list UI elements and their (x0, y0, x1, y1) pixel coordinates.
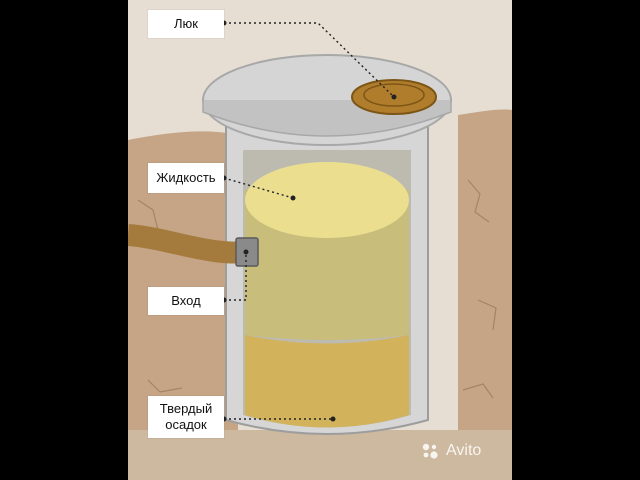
inlet-pipe (128, 224, 250, 264)
illustration-panel (128, 0, 512, 480)
liquid-target-dot (290, 195, 296, 201)
sediment-label-text: Твердый осадок (159, 401, 213, 432)
inlet-target-dot (243, 249, 249, 255)
watermark-text: Avito (446, 442, 482, 459)
liquid-leader (223, 177, 294, 199)
avito-watermark: Avito (420, 440, 481, 462)
sediment-label: Твердый осадок (148, 396, 224, 438)
ground-bottom (128, 430, 512, 480)
hatch-label-text: Люк (174, 16, 198, 31)
soil-right (458, 109, 512, 480)
hatch-ring (363, 83, 425, 107)
inlet-label: Вход (148, 287, 224, 315)
septic-tank-illustration (128, 0, 512, 480)
liquid-label: Жидкость (148, 163, 224, 193)
hatch-leader (224, 22, 395, 98)
hatch-label: Люк (148, 10, 224, 38)
sediment-layer (245, 335, 409, 428)
leader-lines (223, 22, 395, 420)
liquid-surface (245, 162, 409, 238)
inlet-leader (224, 252, 247, 301)
liquid-label-text: Жидкость (156, 170, 216, 185)
sediment-target-dot (330, 416, 336, 422)
avito-logo-icon (422, 443, 438, 459)
inlet-label-text: Вход (171, 293, 201, 308)
hatch-target-dot (391, 94, 397, 100)
